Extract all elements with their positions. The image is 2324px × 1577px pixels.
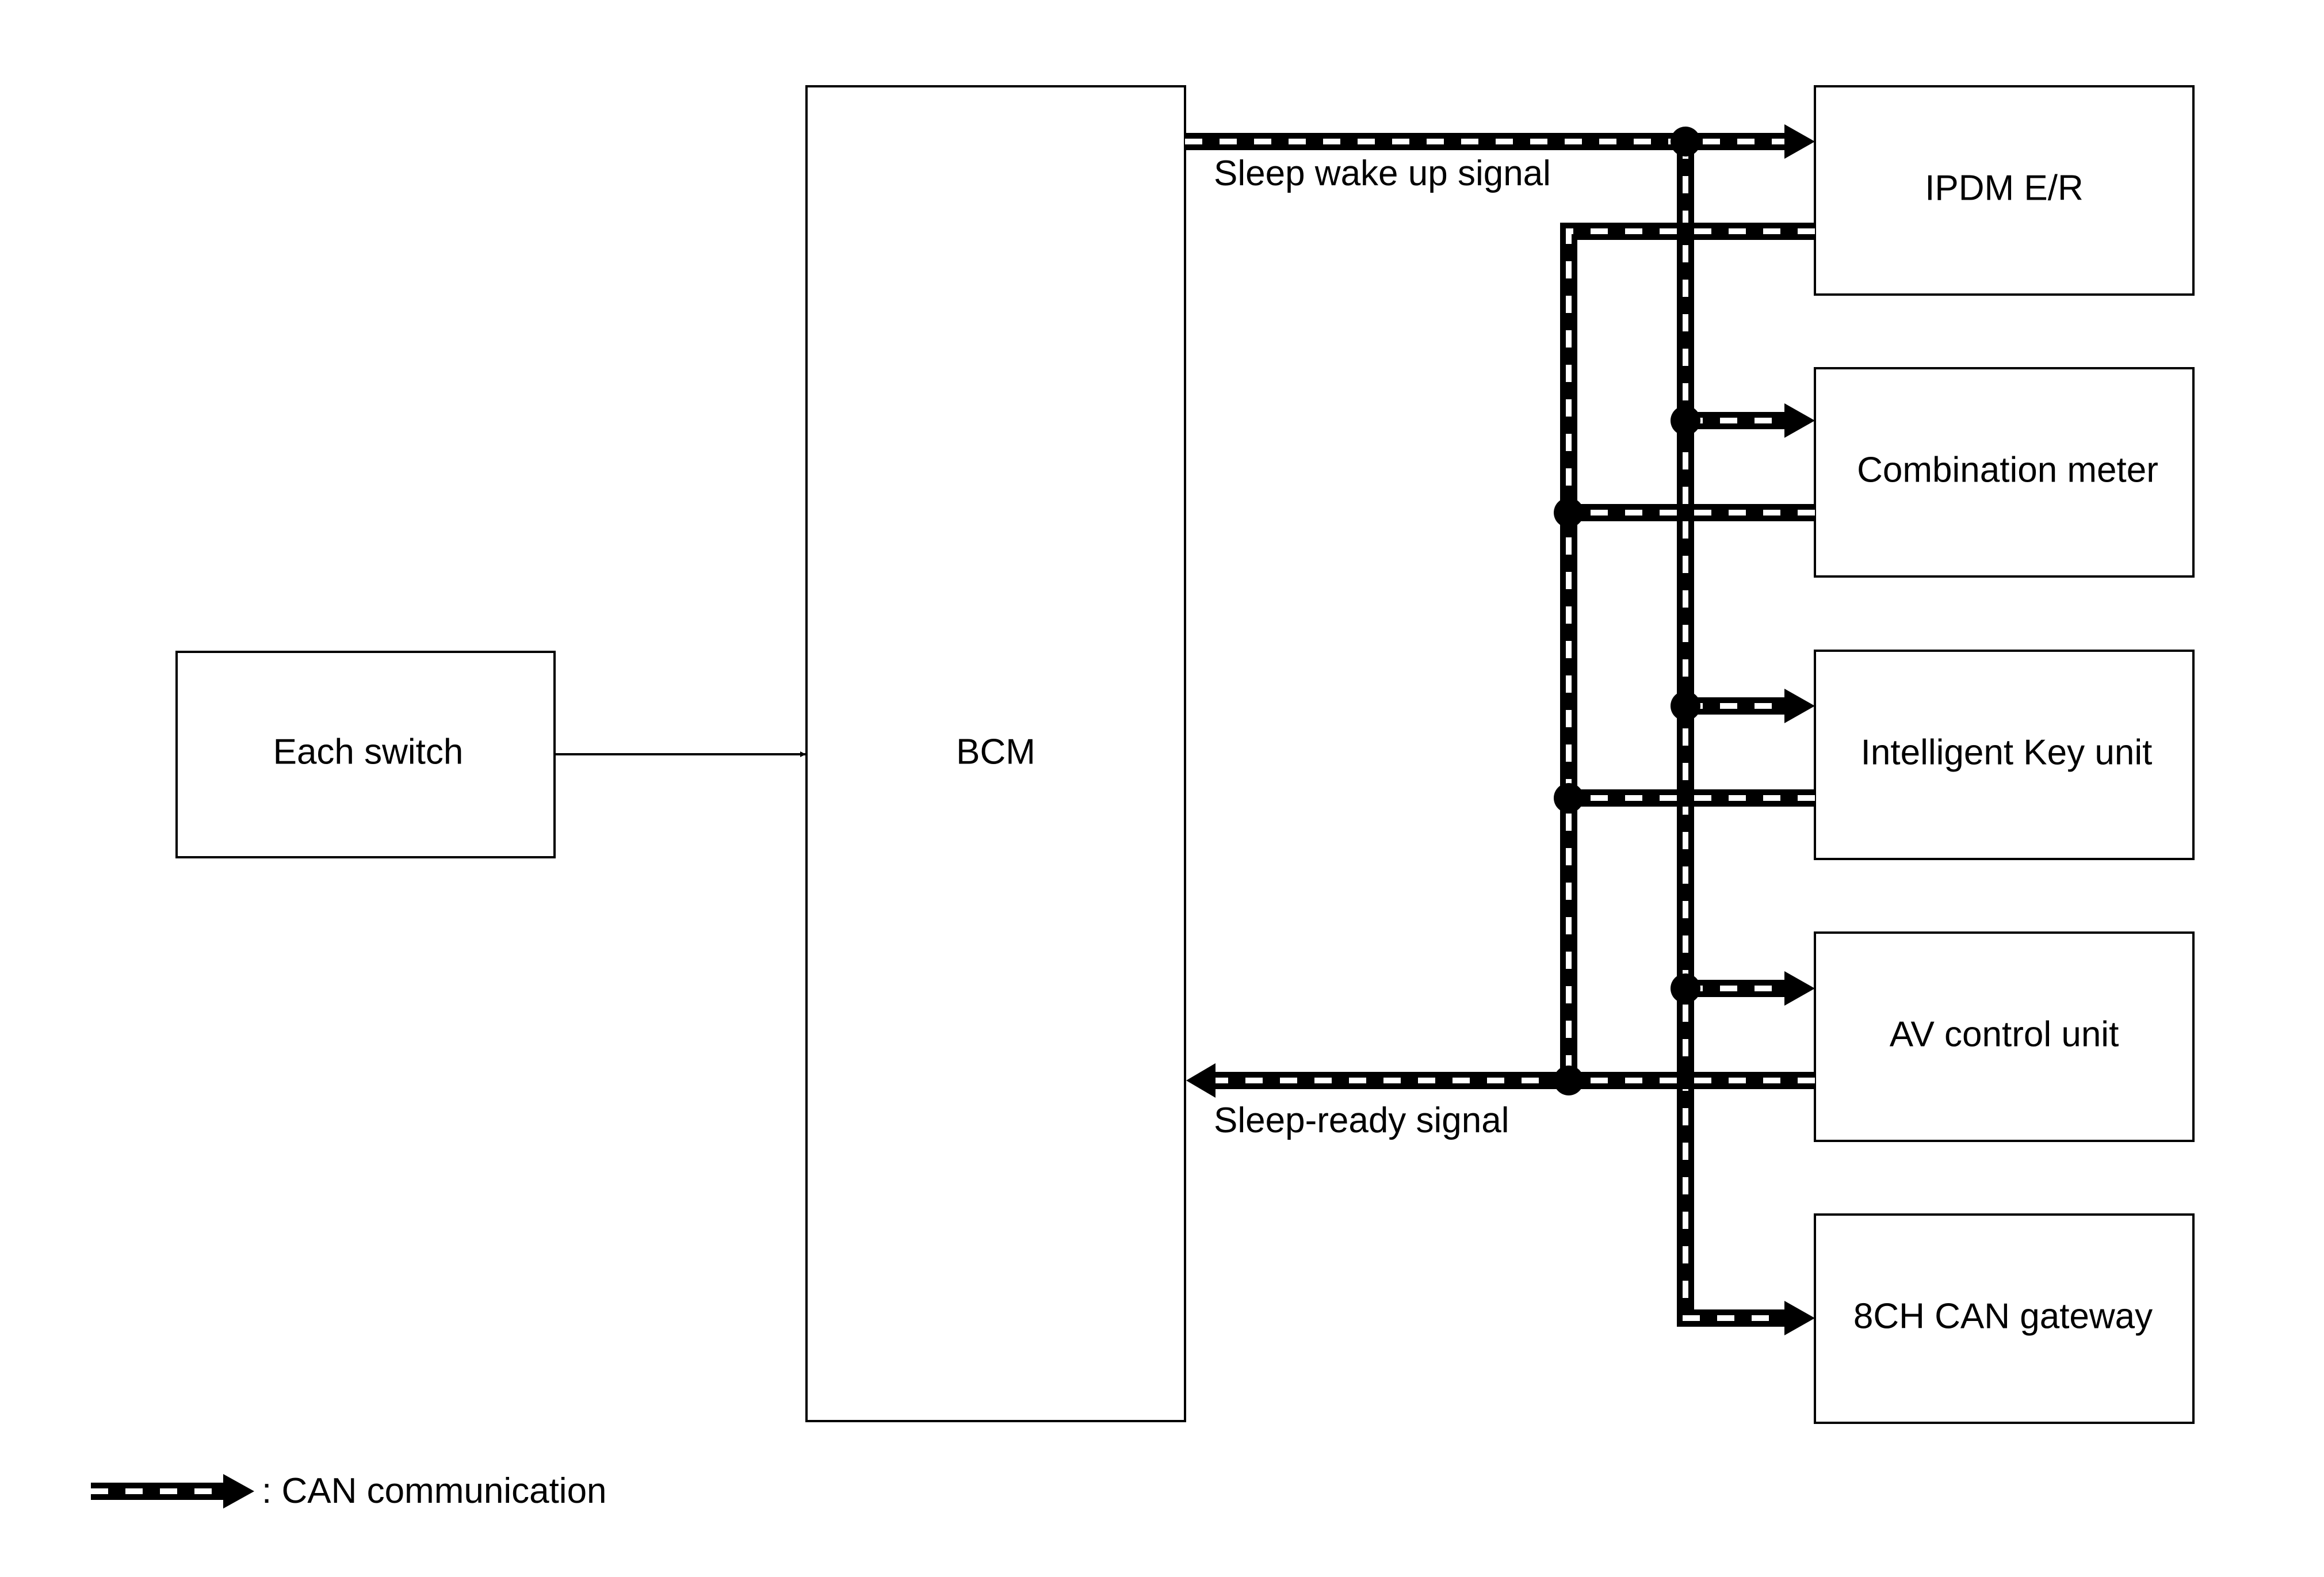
arrowhead-ipdm	[1784, 124, 1815, 159]
av-control-label: AV control unit	[1890, 1014, 2119, 1054]
bcm-block: BCM	[805, 85, 1186, 1422]
can-bus-lines	[1185, 133, 1815, 1327]
sleep-ready-label: Sleep-ready signal	[1214, 1101, 1509, 1140]
intelligent-key-block: Intelligent Key unit	[1814, 650, 2195, 860]
arrowhead-bcm	[1186, 1063, 1215, 1098]
arrowhead-av-control	[1784, 971, 1815, 1006]
combination-meter-block: Combination meter	[1814, 367, 2195, 578]
ipdm-block: IPDM E/R	[1814, 85, 2195, 296]
sleep-wake-up-label: Sleep wake up signal	[1214, 154, 1551, 193]
each-switch-label: Each switch	[273, 732, 464, 772]
junction-dots	[1554, 127, 1700, 1095]
intelligent-key-label: Intelligent Key unit	[1861, 732, 2153, 772]
bcm-label: BCM	[956, 732, 1035, 772]
can-gateway-block: 8CH CAN gateway	[1814, 1213, 2195, 1424]
arrowhead-can-gateway	[1784, 1301, 1815, 1335]
legend: : CAN communication	[91, 1471, 607, 1511]
ipdm-label: IPDM E/R	[1925, 168, 2084, 208]
combination-meter-label: Combination meter	[1857, 450, 2158, 490]
legend-arrowhead	[223, 1474, 254, 1509]
arrowhead-intelligent-key	[1784, 689, 1815, 723]
av-control-block: AV control unit	[1814, 931, 2195, 1142]
can-arrowheads	[1186, 124, 1815, 1335]
can-gateway-label: 8CH CAN gateway	[1853, 1296, 2153, 1336]
each-switch-block: Each switch	[175, 651, 556, 858]
legend-label: : CAN communication	[262, 1471, 607, 1511]
arrowhead-combination-meter	[1784, 403, 1815, 438]
